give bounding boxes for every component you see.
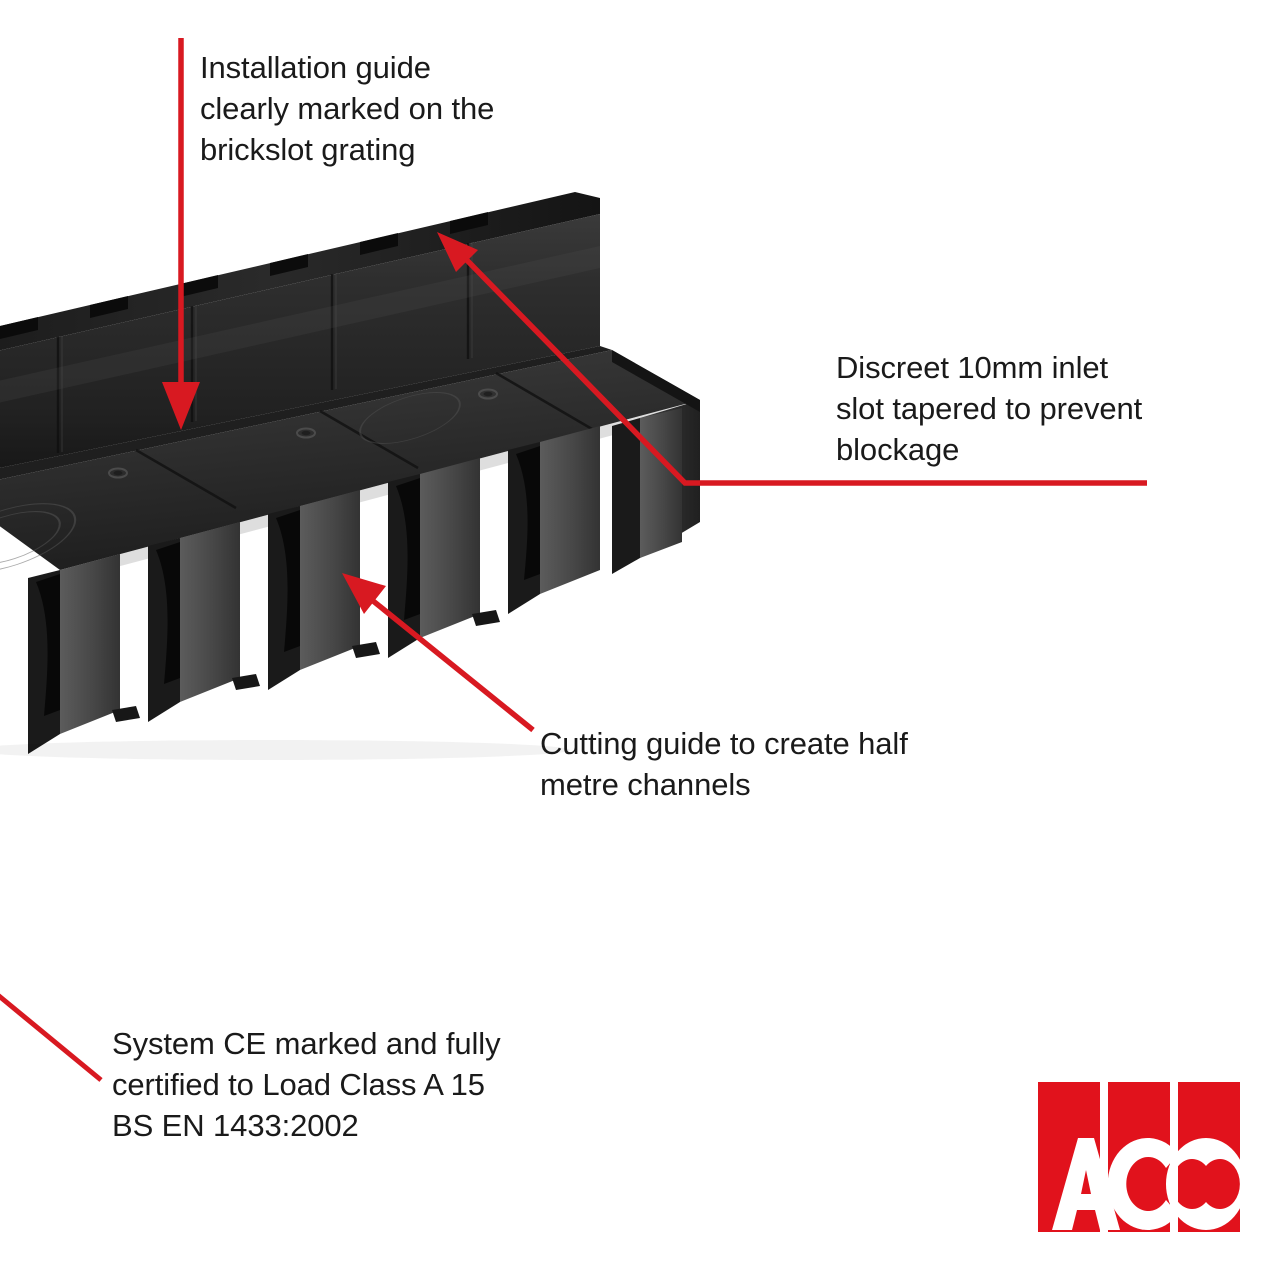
annotation-cutting-guide: Cutting guide to create half metre chann… — [540, 726, 908, 802]
leader-ce-certification — [0, 993, 103, 1082]
annotation-inlet-slot: Discreet 10mm inlet slot tapered to prev… — [836, 350, 1143, 467]
aco-logo — [1038, 1082, 1240, 1232]
aco-logo-bars — [1038, 1082, 1240, 1232]
product-image-drainage-channel — [0, 150, 740, 770]
annotation-installation-guide: Installation guide clearly marked on the… — [200, 50, 495, 167]
annotation-ce-certification: System CE marked and fully certified to … — [112, 1026, 501, 1143]
